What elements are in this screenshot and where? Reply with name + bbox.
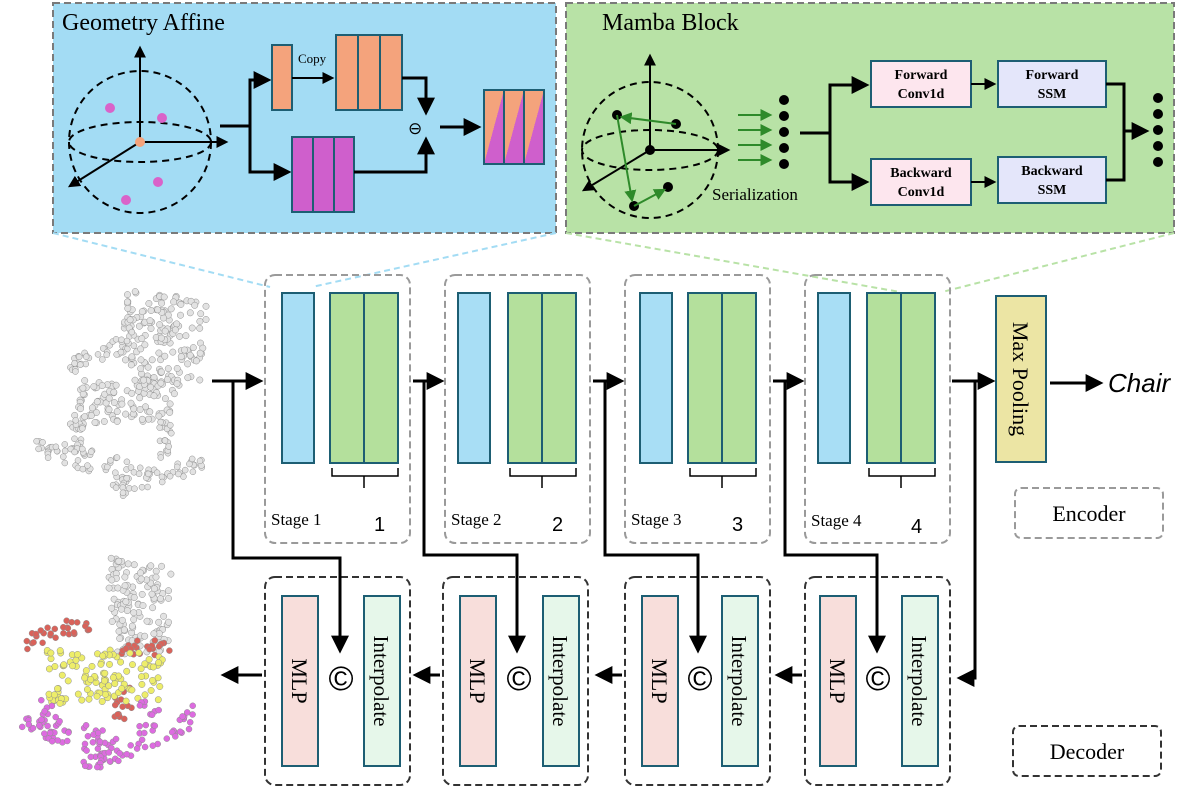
zoom-line-geometry-left bbox=[52, 232, 271, 288]
encoder-legend-box bbox=[1014, 487, 1164, 539]
backward-conv1d-line2: Conv1d bbox=[898, 185, 945, 200]
stage-3-repeat-count: 3 bbox=[732, 514, 743, 536]
serialized-sequence-icon bbox=[779, 95, 789, 169]
copy-label: Copy bbox=[298, 51, 327, 66]
decoder-3-mlp-block bbox=[641, 595, 679, 767]
stage-4-repeat-count: 4 bbox=[911, 516, 922, 538]
max-pooling-block bbox=[995, 295, 1047, 463]
copied-orange-blocks bbox=[335, 34, 403, 111]
mamba-block-title: Mamba Block bbox=[602, 10, 739, 36]
decoder-1-interpolate-label: Interpolate bbox=[369, 636, 393, 727]
decoder-4-concat-icon: © bbox=[865, 660, 890, 698]
serialization-arrows bbox=[738, 109, 773, 166]
serialization-label: Serialization bbox=[712, 185, 798, 204]
forward-ssm-line2: SSM bbox=[1038, 87, 1067, 102]
affine-result-blocks bbox=[483, 89, 545, 165]
segmented-point-cloud-chair bbox=[18, 554, 196, 771]
decoder-1-mlp-block bbox=[281, 595, 319, 767]
encoder-legend-label: Encoder bbox=[1052, 501, 1126, 526]
stage-4-affine-block bbox=[817, 292, 851, 464]
decoder-stage-4: MLP Interpolate © bbox=[804, 576, 951, 786]
input-point-cloud-chair bbox=[33, 288, 210, 499]
geometry-affine-title: Geometry Affine bbox=[62, 10, 225, 36]
backward-conv1d-line1: Backward bbox=[890, 166, 952, 181]
decoder-4-mlp-label: MLP bbox=[825, 658, 850, 703]
backward-ssm-line2: SSM bbox=[1038, 183, 1067, 198]
classification-output-label: Chair bbox=[1108, 368, 1171, 398]
stage-2-repeat-count: 2 bbox=[552, 514, 563, 536]
encoder-stage-2: Stage 2 2 bbox=[444, 274, 591, 544]
decoder-2-interpolate-block bbox=[542, 595, 580, 767]
decoder-2-mlp-label: MLP bbox=[465, 658, 490, 703]
stage-2-affine-block bbox=[457, 292, 491, 464]
forward-conv1d-line1: Forward bbox=[895, 68, 948, 83]
decoder-1-concat-icon: © bbox=[328, 660, 353, 698]
zoom-line-mamba-right bbox=[941, 232, 1175, 293]
decoder-3-interpolate-label: Interpolate bbox=[727, 636, 751, 727]
serialized-sphere-icon bbox=[581, 53, 731, 219]
geometry-affine-panel: Geometry Affine Copy bbox=[52, 2, 557, 234]
decoder-2-mlp-block bbox=[459, 595, 497, 767]
decoder-2-interpolate-label: Interpolate bbox=[548, 636, 572, 727]
magenta-feature-blocks bbox=[291, 136, 355, 213]
stage-1-label: Stage 1 bbox=[271, 510, 322, 529]
decoder-stage-2: MLP Interpolate © bbox=[442, 576, 589, 786]
zoom-line-mamba-left bbox=[565, 232, 901, 293]
decoder-3-mlp-label: MLP bbox=[647, 658, 672, 703]
encoder-stages: Stage 1 1 Stage 2 2 Stage 3 3 bbox=[264, 274, 951, 544]
stage-3-label: Stage 3 bbox=[631, 510, 682, 529]
decoder-3-interpolate-block bbox=[721, 595, 759, 767]
decoder-legend-box bbox=[1012, 725, 1162, 777]
backward-ssm-box bbox=[997, 156, 1107, 204]
forward-ssm-line1: Forward bbox=[1026, 68, 1079, 83]
zoom-line-geometry-right bbox=[311, 232, 557, 288]
decoder-stage-1: MLP Interpolate © bbox=[264, 576, 411, 786]
decoder-stage-3: MLP Interpolate © bbox=[624, 576, 771, 786]
decoder-1-mlp-label: MLP bbox=[287, 658, 312, 703]
decoder-3-concat-icon: © bbox=[687, 660, 712, 698]
subtract-icon: ⊖ bbox=[408, 119, 422, 138]
encoder-stage-4: Stage 4 4 bbox=[804, 274, 951, 544]
stage-3-affine-block bbox=[639, 292, 673, 464]
forward-conv1d-line2: Conv1d bbox=[898, 87, 945, 102]
decoder-4-interpolate-block bbox=[901, 595, 939, 767]
encoder-stage-3: Stage 3 3 bbox=[624, 274, 771, 544]
decoder-1-interpolate-block bbox=[363, 595, 401, 767]
stage-4-label: Stage 4 bbox=[811, 511, 862, 530]
orange-feature-block bbox=[271, 44, 293, 111]
decoder-legend-label: Decoder bbox=[1050, 739, 1125, 764]
encoder-stage-1: Stage 1 1 bbox=[264, 274, 411, 544]
stage-2-label: Stage 2 bbox=[451, 510, 502, 529]
backward-ssm-line1: Backward bbox=[1021, 164, 1083, 179]
max-pooling-label: Max Pooling bbox=[1008, 322, 1033, 436]
output-sequence-icon bbox=[1153, 93, 1163, 167]
backward-conv1d-box bbox=[870, 158, 972, 206]
decoder-2-concat-icon: © bbox=[506, 660, 531, 698]
decoder-4-interpolate-label: Interpolate bbox=[907, 636, 931, 727]
decoder-stages: MLP Interpolate © MLP Interpolate © MLP … bbox=[264, 576, 951, 786]
stage-1-affine-block bbox=[281, 292, 315, 464]
decoder-4-mlp-block bbox=[819, 595, 857, 767]
point-cloud-sphere-icon bbox=[67, 45, 229, 214]
stage-1-repeat-count: 1 bbox=[374, 514, 385, 536]
mamba-block-panel: Mamba Block bbox=[565, 2, 1175, 234]
forward-ssm-box bbox=[997, 60, 1107, 108]
